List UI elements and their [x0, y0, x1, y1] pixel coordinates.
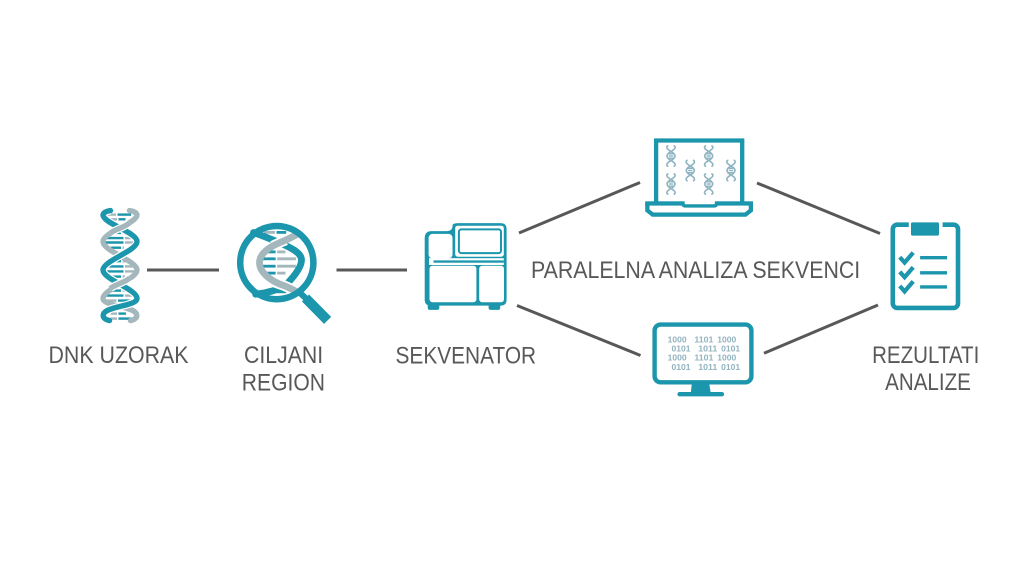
- svg-text:1000: 1000: [717, 335, 736, 344]
- svg-text:SEKVENATOR: SEKVENATOR: [396, 343, 537, 369]
- svg-text:REGION: REGION: [242, 370, 325, 396]
- svg-text:REZULTATI: REZULTATI: [872, 343, 979, 369]
- svg-text:0101: 0101: [721, 345, 740, 354]
- svg-text:1000: 1000: [717, 354, 736, 363]
- svg-text:1101: 1101: [694, 335, 713, 344]
- svg-text:0101: 0101: [672, 363, 691, 372]
- svg-text:ANALIZE: ANALIZE: [885, 370, 971, 396]
- svg-text:DNK UZORAK: DNK UZORAK: [49, 343, 189, 369]
- svg-text:0101: 0101: [721, 363, 740, 372]
- svg-text:PARALELNA ANALIZA SEKVENCI: PARALELNA ANALIZA SEKVENCI: [531, 258, 860, 284]
- svg-text:1000: 1000: [668, 335, 687, 344]
- svg-text:1000: 1000: [668, 354, 687, 363]
- svg-text:0101: 0101: [672, 345, 691, 354]
- svg-text:1011: 1011: [698, 345, 717, 354]
- svg-text:CILJANI: CILJANI: [244, 343, 323, 369]
- svg-text:1101: 1101: [694, 354, 713, 363]
- svg-text:1011: 1011: [698, 363, 717, 372]
